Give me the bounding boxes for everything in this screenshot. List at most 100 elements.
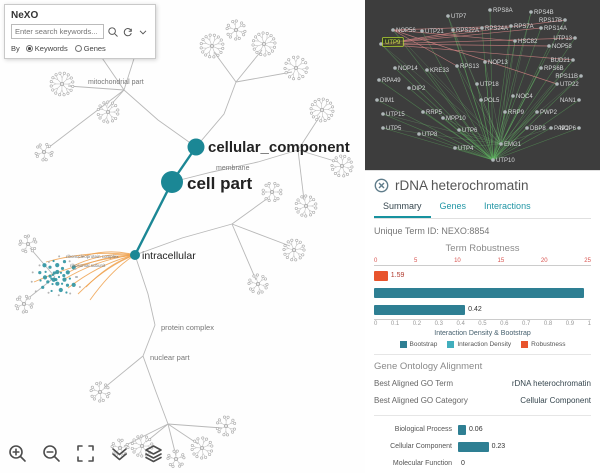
- network-node[interactable]: KRE33: [425, 68, 450, 74]
- network-node[interactable]: POL5: [479, 98, 500, 104]
- divider: [374, 415, 591, 416]
- network-node[interactable]: UTP21: [420, 29, 444, 35]
- network-node[interactable]: RPS6B: [539, 66, 564, 72]
- network-node[interactable]: NAN1: [560, 98, 581, 104]
- tree-node-cellular-component[interactable]: cellular_component: [187, 138, 350, 157]
- chart-bar: [458, 424, 466, 435]
- network-node[interactable]: UTP5: [381, 126, 402, 132]
- zoom-in-button[interactable]: [7, 443, 28, 467]
- network-node[interactable]: BUD21: [551, 58, 575, 64]
- network-node[interactable]: UTP9: [379, 37, 404, 47]
- divider: [374, 354, 591, 355]
- term-title: rDNA heterochromatin: [395, 178, 529, 193]
- radio-genes[interactable]: Genes: [74, 44, 106, 53]
- network-node[interactable]: NOP13: [483, 60, 508, 66]
- tab-interactions[interactable]: Interactions: [484, 201, 531, 211]
- network-node[interactable]: RPS8A: [488, 8, 513, 14]
- tab-genes[interactable]: Genes: [439, 201, 467, 211]
- zoom-out-button[interactable]: [41, 443, 62, 467]
- network-node[interactable]: UTP15: [381, 112, 405, 118]
- double-chevron-button[interactable]: [109, 443, 130, 467]
- network-node[interactable]: RRP5: [421, 110, 443, 116]
- network-node[interactable]: EMG1: [499, 142, 522, 148]
- network-node[interactable]: NOP56: [391, 28, 416, 34]
- go-category-value: Cellular Component: [520, 396, 591, 405]
- fit-screen-button[interactable]: [75, 443, 96, 467]
- svg-text:NAN1: NAN1: [560, 98, 577, 104]
- network-node[interactable]: RRP9: [503, 110, 525, 116]
- tree-cluster: [225, 19, 247, 41]
- svg-text:UTP7: UTP7: [451, 14, 467, 20]
- tree-node-intracellular[interactable]: intracellular: [130, 250, 196, 262]
- tree-cluster: [14, 294, 34, 314]
- term-network-canvas[interactable]: UTP7 RPS8A RPS4B RPS17B NOP56 UTP21 RPS22A RPS2…: [365, 0, 600, 170]
- chart-bar-row: [374, 285, 591, 300]
- network-node[interactable]: RPS7A: [509, 24, 534, 30]
- network-node[interactable]: UTP13: [553, 36, 577, 42]
- network-node[interactable]: UTP6: [457, 128, 478, 134]
- network-node[interactable]: HSC82: [513, 39, 538, 45]
- svg-text:EMG1: EMG1: [504, 142, 522, 148]
- svg-text:BUD21: BUD21: [551, 58, 571, 64]
- network-node[interactable]: UTP4: [453, 146, 474, 152]
- tree-cluster: [261, 181, 283, 203]
- tree-cluster: [215, 415, 237, 437]
- svg-text:NOP56: NOP56: [396, 28, 416, 34]
- network-node[interactable]: RPS22A: [451, 28, 479, 34]
- chevron-down-icon[interactable]: [137, 26, 149, 38]
- search-icon[interactable]: [107, 26, 119, 38]
- go-category-label: Best Aligned GO Category: [374, 396, 468, 405]
- svg-text:NOP6: NOP6: [560, 126, 577, 132]
- network-node[interactable]: RPS13: [455, 64, 480, 70]
- search-input[interactable]: [11, 24, 104, 39]
- network-node[interactable]: UTP7: [446, 14, 467, 20]
- svg-text:UTP9: UTP9: [385, 40, 401, 46]
- svg-text:PWP2: PWP2: [540, 110, 558, 116]
- network-node[interactable]: UTP18: [475, 82, 499, 88]
- svg-text:RPS6B: RPS6B: [544, 66, 564, 72]
- network-node[interactable]: PAP2: [549, 126, 570, 132]
- term-network-panel: UTP7 RPS8A RPS4B RPS17B NOP56 UTP21 RPS22A RPS2…: [365, 0, 600, 170]
- network-node[interactable]: DBP8: [525, 126, 546, 132]
- tree-cluster: [49, 71, 75, 97]
- network-node[interactable]: DIM1: [375, 98, 395, 104]
- network-node[interactable]: RPS24A: [480, 26, 508, 32]
- refresh-icon[interactable]: [122, 26, 134, 38]
- app-title: NeXO: [11, 10, 39, 21]
- svg-text:DIM1: DIM1: [380, 98, 395, 104]
- network-node[interactable]: UTP8: [417, 132, 438, 138]
- go-term-row: Best Aligned GO Term rDNA heterochromati…: [374, 375, 591, 392]
- network-node[interactable]: DIP2: [407, 86, 426, 92]
- network-node[interactable]: RPS17B: [539, 18, 567, 24]
- tree-cluster: [34, 143, 54, 162]
- network-node[interactable]: UTP10: [491, 158, 515, 164]
- network-node[interactable]: NOP58: [547, 44, 572, 50]
- tree-cluster: [294, 194, 318, 218]
- highlighted-cluster[interactable]: [30, 255, 81, 297]
- radio-keywords[interactable]: Keywords: [25, 44, 68, 53]
- network-node[interactable]: UTP22: [555, 82, 579, 88]
- network-node[interactable]: MPP10: [441, 116, 466, 122]
- tab-summary[interactable]: Summary: [374, 197, 431, 218]
- legend-item: Bootstrap: [399, 341, 437, 348]
- network-node[interactable]: RPS4B: [529, 10, 554, 16]
- network-node[interactable]: NOP6: [560, 126, 581, 132]
- network-node[interactable]: RPS11B: [555, 74, 583, 80]
- tree-toolbar: [7, 443, 164, 467]
- network-node[interactable]: RPA49: [377, 78, 401, 84]
- radio-circle-icon: [25, 45, 33, 52]
- network-node[interactable]: NOC4: [511, 94, 533, 100]
- svg-text:RPS24A: RPS24A: [485, 26, 508, 32]
- legend-item: Interaction Density: [447, 341, 511, 348]
- network-node[interactable]: NOP14: [393, 66, 418, 72]
- layers-button[interactable]: [143, 443, 164, 467]
- close-icon[interactable]: [374, 178, 389, 193]
- network-node[interactable]: PWP2: [535, 110, 558, 116]
- tree-cluster: [166, 449, 186, 468]
- tree-node-cell-part[interactable]: cell part: [161, 171, 253, 193]
- network-node[interactable]: RPS14A: [539, 26, 567, 32]
- chart-bar: [374, 270, 388, 281]
